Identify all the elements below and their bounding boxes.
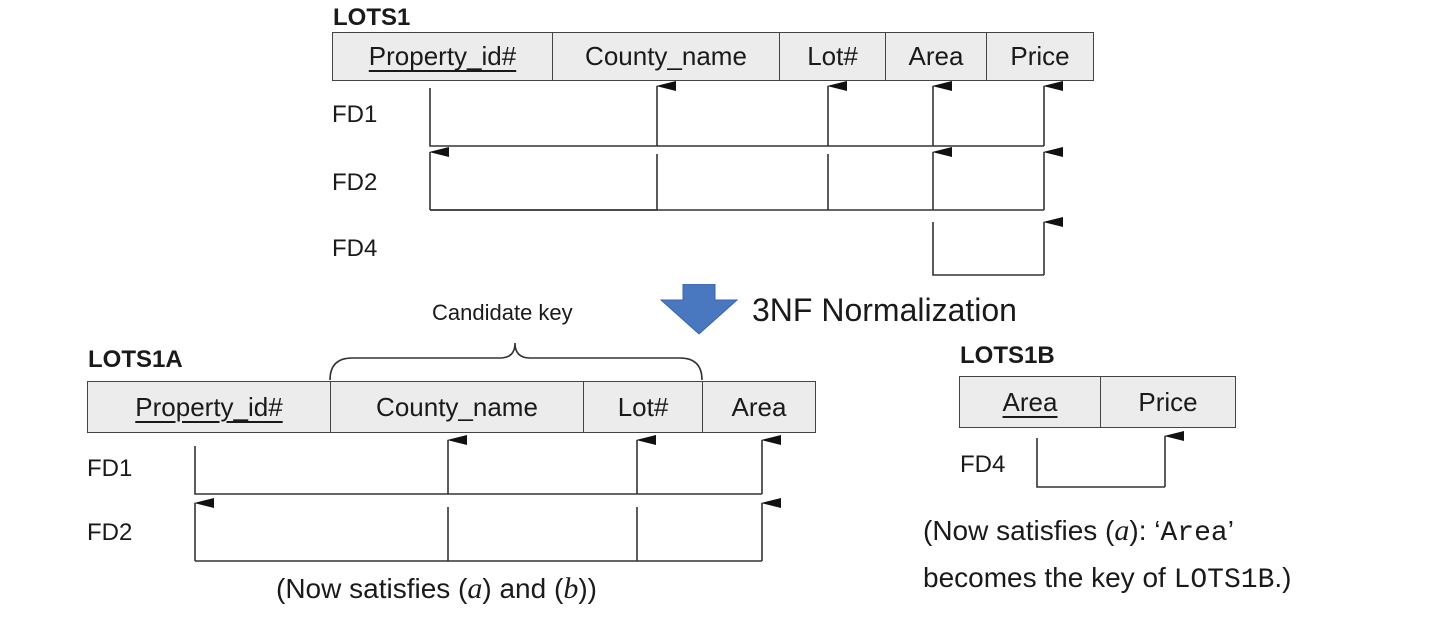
- lots1a-table: Property_id# County_name Lot# Area: [87, 381, 816, 433]
- lots1a-fd1-lines: [194, 435, 781, 495]
- lots1b-col-area: Area: [960, 377, 1101, 427]
- lots1-fd2-label: FD2: [332, 169, 378, 196]
- lots1b-title: LOTS1B: [960, 342, 1055, 369]
- lots1-fd2-bar: [430, 154, 658, 211]
- lots1b-table: Area Price: [959, 376, 1236, 428]
- down-arrow-shape: [659, 284, 739, 335]
- lots1a-col-county-name: County_name: [331, 382, 584, 432]
- lots1-fd4-bar: [932, 222, 1044, 276]
- down-arrow-icon: [659, 284, 739, 335]
- lots1b-fd4-label: FD4: [960, 451, 1006, 478]
- normalization-label: 3NF Normalization: [752, 292, 1017, 328]
- lots1a-fd1-label: FD1: [87, 455, 133, 482]
- lots1-fd2-lines: [429, 147, 1063, 211]
- lots1-table: Property_id# County_name Lot# Area Price: [332, 32, 1094, 81]
- lots1-fd1-bar: [429, 88, 1044, 147]
- lots1a-col-property-id: Property_id#: [88, 382, 331, 432]
- lots1-fd4-label: FD4: [332, 235, 378, 262]
- lots1-col-lot: Lot#: [780, 33, 886, 80]
- lots1b-fd4-bar: [1036, 438, 1165, 488]
- lots1a-col-lot: Lot#: [584, 382, 703, 432]
- lots1a-col-area: Area: [731, 391, 787, 422]
- lots1a-title: LOTS1A: [88, 346, 183, 373]
- candidate-key-brace: [329, 342, 703, 381]
- lots1-col-area: Area: [886, 33, 987, 80]
- candidate-key-label: Candidate key: [432, 300, 573, 325]
- lots1a-fd2-label: FD2: [87, 519, 133, 546]
- lots1b-fd4-lines: [1036, 431, 1184, 488]
- lots1-col-property-id: Property_id#: [333, 33, 553, 80]
- lots1a-fd1-bar: [194, 446, 762, 495]
- lots1a-note: (Now satisfies (a) and (b)): [276, 572, 597, 605]
- lots1-title: LOTS1: [333, 4, 411, 31]
- lots1-fd4-lines: [932, 217, 1063, 276]
- lots1b-note-line1: (Now satisfies (a): ‘Area’: [923, 514, 1234, 549]
- lots1-col-county-name: County_name: [553, 33, 780, 80]
- lots1b-note-line2: becomes the key of LOTS1B.): [923, 562, 1292, 596]
- lots1b-col-price: Price: [1138, 386, 1198, 417]
- lots1-col-price: Price: [1010, 41, 1070, 71]
- lots1-fd1-label: FD1: [332, 101, 378, 128]
- lots1a-fd2-lines: [194, 498, 781, 562]
- lots1-fd1-lines: [429, 81, 1063, 147]
